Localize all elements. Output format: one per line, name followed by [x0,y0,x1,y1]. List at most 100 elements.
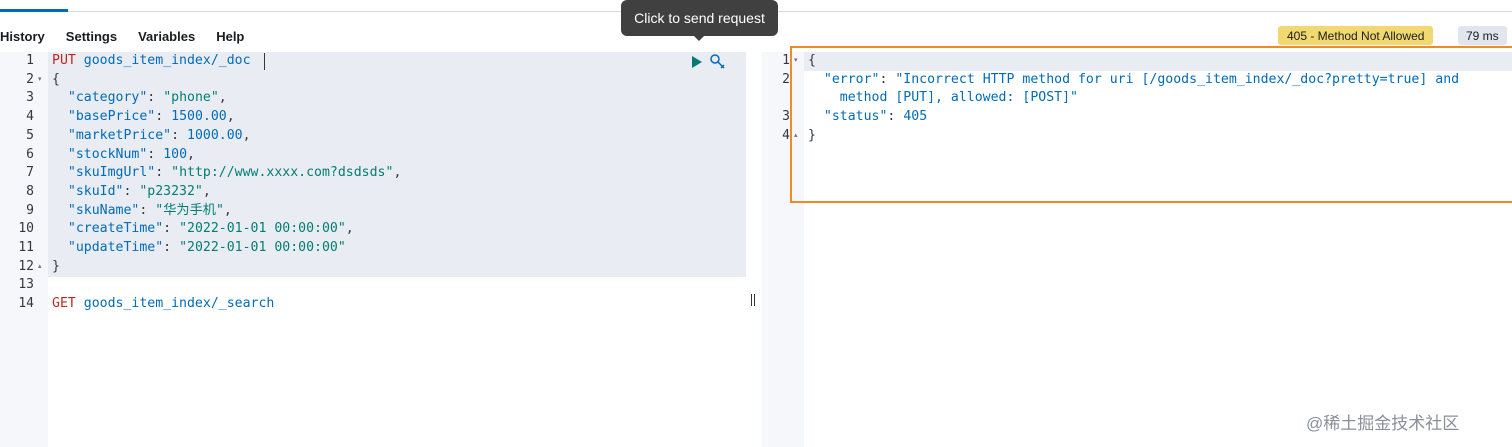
code-token: : [887,109,904,125]
play-icon[interactable] [691,55,703,69]
code-token: , [393,165,402,181]
console-menu: History Settings Variables Help [0,22,265,50]
code-line: "category": "phone", [52,89,227,108]
status-badge: 405 - Method Not Allowed [1278,26,1434,45]
code-token [52,128,68,143]
code-token: } [52,258,60,274]
code-token [52,109,68,124]
json-key: "createTime" [67,221,164,237]
code-line: "skuName": "华为手机", [52,202,232,221]
tooltip-arrow [692,34,706,41]
code-token: } [808,127,816,143]
fold-close-icon[interactable]: ▴ [38,262,42,270]
json-key: "updateTime" [67,240,164,255]
code-token [76,53,84,68]
wrench-icon[interactable] [709,53,726,70]
code-token: : [155,165,172,181]
line-number: 11 [18,240,34,255]
menu-variables[interactable]: Variables [138,28,196,44]
json-value: 100 [163,146,188,162]
line-number: 2 [26,71,34,87]
send-request-tooltip: Click to send request [621,0,778,36]
json-key: "marketPrice" [67,127,172,143]
menu-history[interactable]: History [0,28,45,44]
json-value: "2022-01-01 00:00:00" [179,221,346,237]
code-line: "updateTime": "2022-01-01 00:00:00" [52,239,346,258]
code-token [76,296,84,311]
line-number: 4 [782,127,790,143]
code-token: , [202,183,211,199]
code-token: : [147,146,164,162]
json-key: "skuImgUrl" [67,165,156,181]
line-number: 14 [18,296,34,312]
menu-help[interactable]: Help [216,28,245,44]
fold-open-icon[interactable]: ▾ [794,57,798,64]
code-token [52,90,68,105]
response-line: } [808,127,816,146]
line-number: 3 [26,90,34,106]
code-token: , [187,146,195,162]
json-value: "华为手机" [155,202,224,218]
code-line: "createTime": "2022-01-01 00:00:00", [52,220,354,239]
active-tab-indicator [0,9,68,12]
json-key: "stockNum" [67,146,148,162]
fold-open-icon[interactable]: ▾ [38,75,42,83]
request-method: GET [52,296,76,312]
code-line: "basePrice": 1500.00, [52,108,235,127]
line-number: 3 [782,109,790,125]
response-annotation-box [790,46,1512,203]
request-editor-gutter [0,52,48,447]
line-number: 2 [782,71,790,87]
fold-close-icon[interactable]: ▴ [794,131,798,139]
code-token: : [163,221,180,237]
code-token: : [147,90,164,106]
line-number: 6 [26,146,34,162]
watermark: @稀土掘金技术社区 [1306,414,1460,433]
response-line: { [808,52,816,71]
code-line: } [52,258,60,277]
code-line: { [52,71,60,90]
code-line: "skuImgUrl": "http://www.xxxx.com?dsdsds… [52,164,402,183]
json-value: "Incorrect HTTP method for uri [/goods_i… [895,71,1460,87]
request-method: PUT [52,53,76,68]
response-line: method [PUT], allowed: [POST]" [808,89,1078,108]
response-active-line [804,52,1512,71]
json-key: "skuId" [67,183,124,199]
json-key: "basePrice" [67,109,156,125]
json-key: "category" [67,90,148,106]
code-token [52,165,68,180]
code-token: : [163,240,180,255]
code-line: PUT goods_item_index/_doc [52,52,251,71]
code-token: , [223,202,232,218]
line-number: 5 [26,127,34,143]
line-number: 13 [18,277,34,293]
code-line: GET goods_item_index/_search [52,295,274,314]
request-path: goods_item_index/_doc [83,53,251,68]
code-token: { [808,53,816,68]
line-number: 1 [26,53,34,68]
line-number: 12 [18,258,34,274]
code-token: : [139,202,156,218]
code-token: : [123,183,140,199]
response-gutter [762,52,804,447]
code-token: , [218,90,227,106]
json-value: "p23232" [139,183,203,199]
line-number: 10 [18,221,34,237]
json-key: "error" [823,71,880,87]
menu-settings[interactable]: Settings [65,28,118,44]
code-token: , [242,127,251,143]
json-value: 1000.00 [187,127,243,143]
response-line: "error": "Incorrect HTTP method for uri … [808,71,1459,90]
selected-request-highlight [48,52,746,277]
code-token: : [879,71,896,87]
line-number: 7 [26,165,34,181]
line-number: 8 [26,183,34,199]
response-line: "status": 405 [808,108,927,127]
json-value: "phone" [163,90,219,106]
panel-resize-handle[interactable] [750,294,756,308]
code-line: "stockNum": 100, [52,146,195,165]
code-token: : [171,127,187,143]
response-time-badge: 79 ms [1458,26,1507,45]
code-token [52,221,68,236]
code-token [52,240,68,255]
